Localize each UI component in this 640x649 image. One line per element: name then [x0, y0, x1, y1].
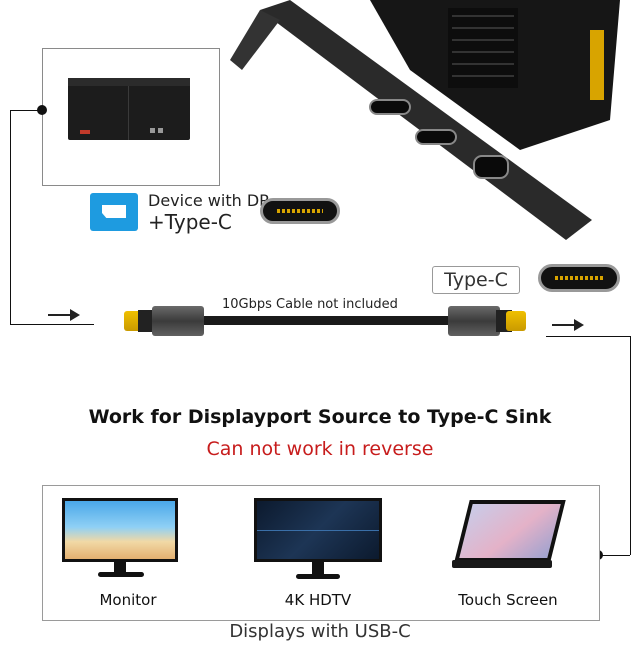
type-c-port-icon — [260, 198, 340, 224]
display-label-hdtv: 4K HDTV — [284, 591, 352, 609]
source-label-line2: +Type-C — [148, 210, 232, 234]
connector-line — [598, 555, 630, 556]
monitor-stand — [114, 562, 126, 572]
plug-tip-right — [506, 311, 526, 331]
reverse-warning: Can not work in reverse — [206, 438, 434, 460]
connector-dot — [37, 105, 47, 115]
compatibility-heading: Work for Displayport Source to Type-C Si… — [88, 406, 552, 428]
arrow-right-icon — [48, 309, 80, 321]
connector-line — [10, 110, 11, 324]
type-c-port-icon — [538, 264, 620, 292]
touch-screen-stand — [452, 560, 552, 568]
heatsink — [448, 8, 518, 88]
hdtv-stand — [312, 562, 324, 576]
hdtv-base — [296, 574, 340, 579]
displayport-icon — [90, 193, 138, 231]
pc-case-icon — [68, 78, 190, 140]
displays-caption: Displays with USB-C — [229, 621, 411, 642]
touch-screen-icon — [454, 500, 566, 562]
monitor-icon — [62, 498, 178, 562]
source-label-line1: Device with DP — [148, 191, 269, 210]
expansion-card-illustration — [230, 0, 620, 240]
monitor-base — [98, 572, 144, 577]
card-bracket — [260, 0, 592, 240]
hdtv-icon — [254, 498, 382, 562]
connector-line — [10, 110, 42, 111]
display-label-monitor: Monitor — [99, 591, 157, 609]
plug-body-right — [448, 306, 500, 336]
connector-line — [10, 324, 94, 325]
connector-line — [630, 336, 631, 555]
connector-line — [546, 336, 630, 337]
type-c-callout: Type-C — [432, 266, 520, 294]
card-type-c-ports — [369, 99, 509, 179]
cable-label: 10Gbps Cable not included — [222, 297, 398, 312]
cable-wire — [192, 316, 454, 325]
arrow-right-icon — [552, 319, 584, 331]
plug-body-left — [152, 306, 204, 336]
plug-neck-left — [138, 310, 154, 332]
display-label-touch-screen: Touch Screen — [458, 591, 558, 609]
